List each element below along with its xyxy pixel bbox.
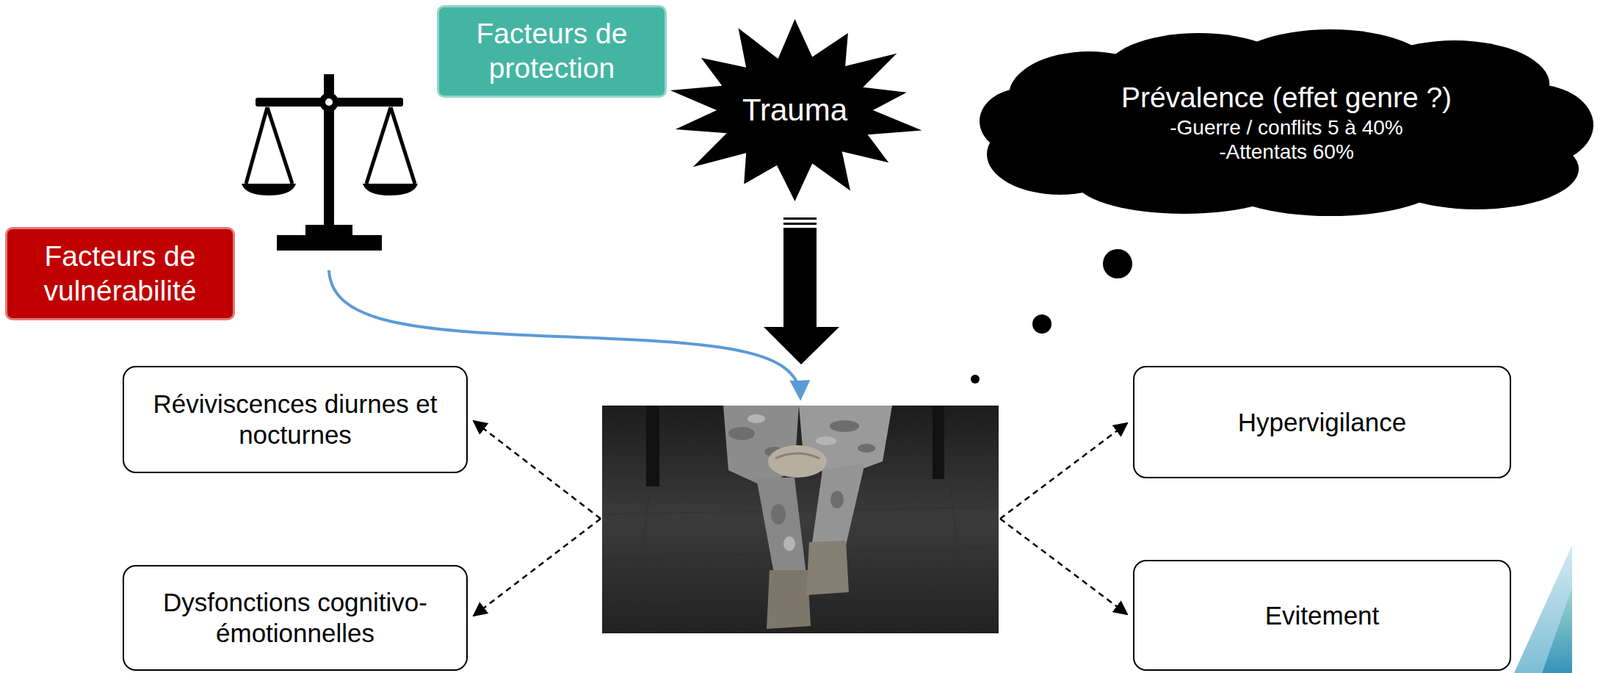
down-arrow [763,217,840,365]
vulnerability-box: Facteurs de vulnérabilité [5,226,235,321]
symptom-box: Dysfonctions cognitivo-émotionnelles [122,564,468,671]
node-line: -Guerre / conflits 5 à 40% [1169,115,1403,141]
node-label: Trauma [742,91,848,129]
corner-decoration [1514,544,1573,673]
node-label: Evitement [1265,599,1380,631]
node-label: Dysfonctions cognitivo-émotionnelles [134,586,456,649]
prevalence-cloud: Prévalence (effet genre ?)-Guerre / conf… [979,29,1594,216]
symptom-arrows [473,420,1128,616]
node-label: Hypervigilance [1237,406,1407,438]
protection-box: Facteurs de protection [436,5,667,98]
symptom-box: Réviviscences diurnes et nocturnes [122,365,468,473]
node-label: Réviviscences diurnes et nocturnes [134,388,456,451]
node-label: Facteurs de vulnérabilité [16,239,224,309]
symptom-box: Evitement [1132,559,1512,671]
thought-dots [970,248,1133,384]
symptom-box: Hypervigilance [1132,365,1512,479]
soldier-photo [602,405,999,633]
trauma-starburst: Trauma [664,19,926,202]
node-line: -Attentats 60% [1218,139,1355,165]
node-label: Facteurs de protection [447,16,656,86]
node-label: Prévalence (effet genre ?) [1121,80,1452,116]
scales-icon [241,74,418,251]
